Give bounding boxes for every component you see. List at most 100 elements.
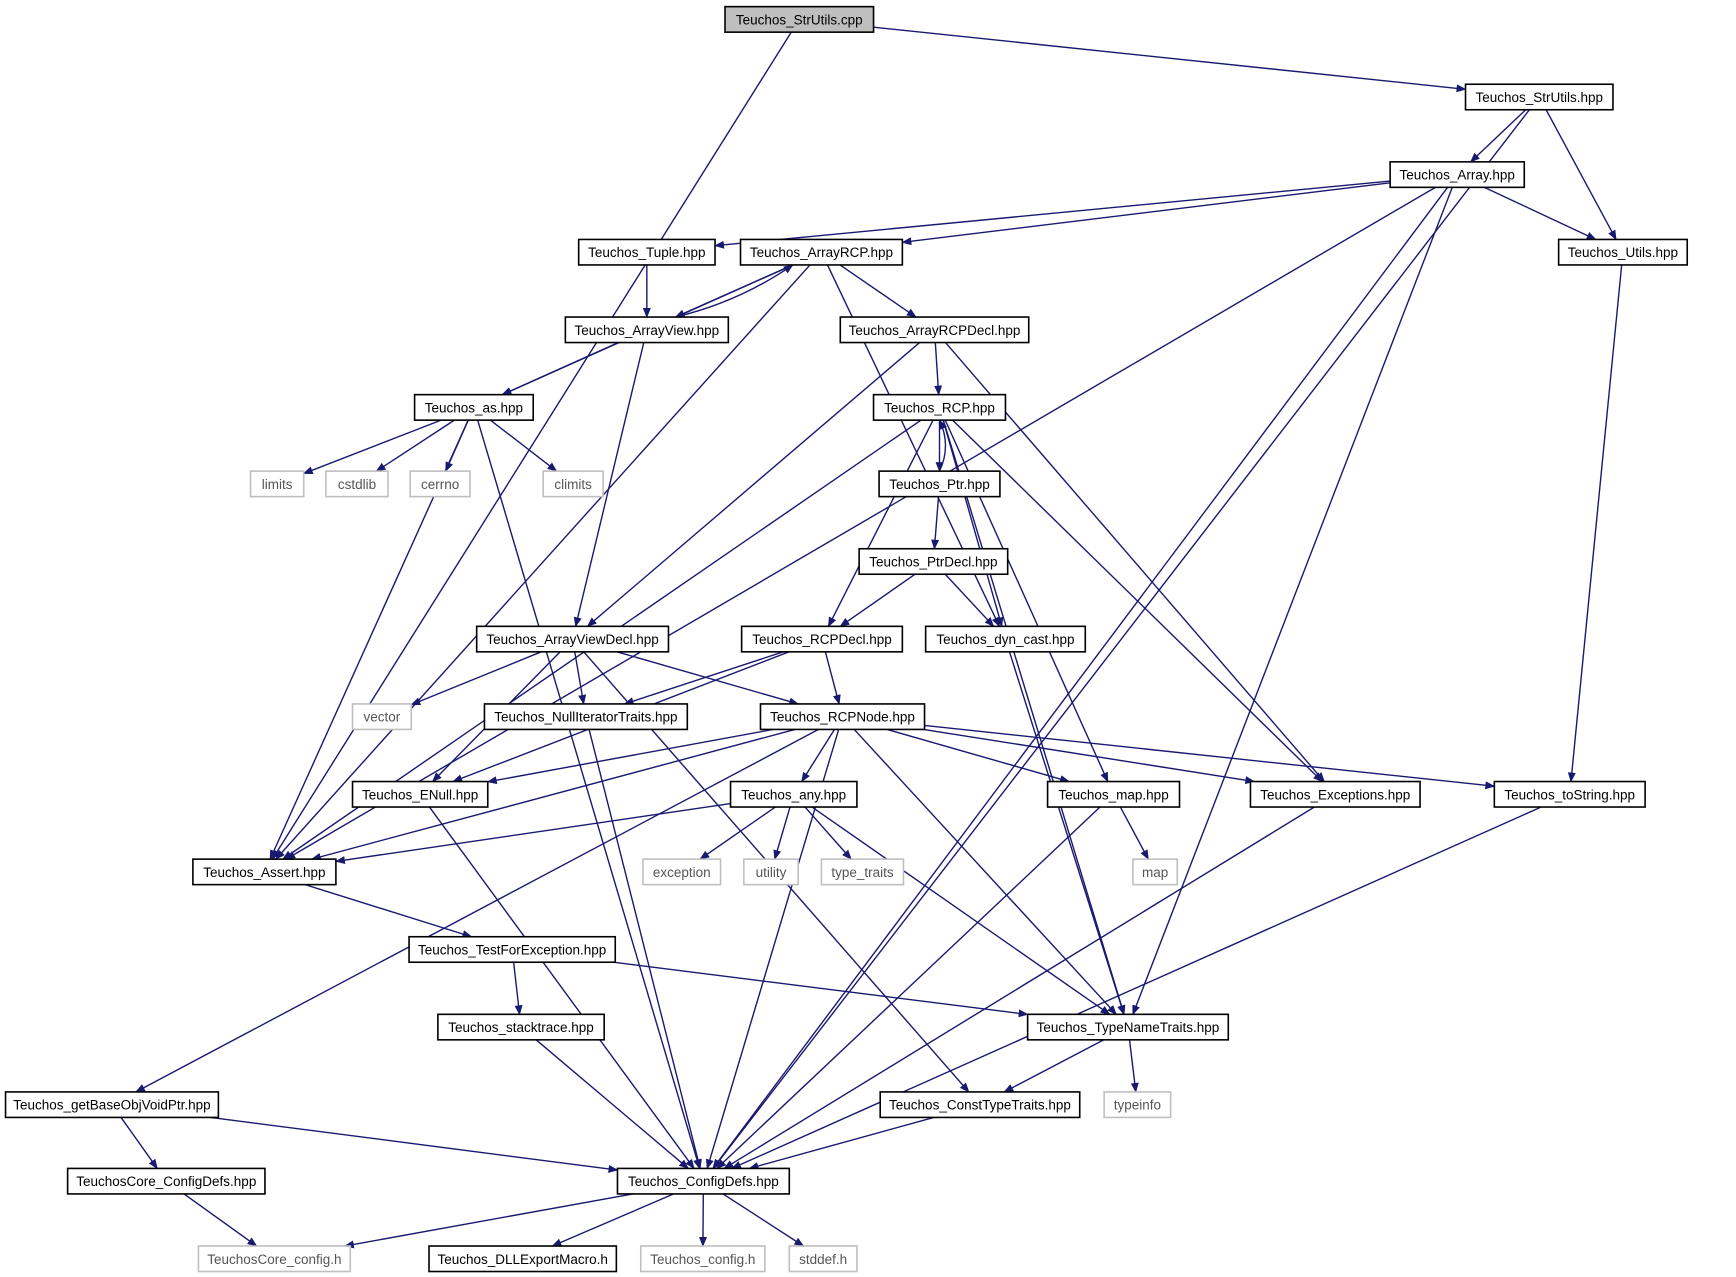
- node-label: Teuchos_ArrayRCPDecl.hpp: [849, 323, 1021, 338]
- node-box: [66, 1167, 266, 1195]
- node-testforexc-hpp[interactable]: Teuchos_TestForException.hpp: [408, 935, 617, 964]
- edge-arrayrcpdecl_hpp-to-exceptions_hpp: [944, 342, 1325, 783]
- node-label: Teuchos_ConstTypeTraits.hpp: [889, 1098, 1071, 1113]
- node-box: [743, 858, 799, 886]
- edge-any_hpp-to-typenametraits_hpp: [811, 806, 1111, 1015]
- node-box: [409, 470, 471, 498]
- node-label: utility: [756, 865, 787, 880]
- node-coreconfigdefs-hpp[interactable]: TeuchosCore_ConfigDefs.hpp: [66, 1167, 266, 1195]
- node-box: [577, 238, 716, 266]
- node-map-hpp[interactable]: Teuchos_map.hpp: [1046, 780, 1181, 808]
- node-label: cerrno: [421, 477, 459, 492]
- edge-rcpnode_hpp-to-typenametraits_hpp: [853, 728, 1117, 1016]
- edge-getbase_hpp-to-coreconfigdefs_hpp: [120, 1117, 158, 1170]
- node-exceptions-hpp[interactable]: Teuchos_Exceptions.hpp: [1249, 780, 1421, 808]
- node-label: Teuchos_Tuple.hpp: [588, 245, 705, 260]
- nodes-layer: Teuchos_StrUtils.cppTeuchos_StrUtils.hpp…: [4, 5, 1689, 1273]
- node-enull-hpp[interactable]: Teuchos_ENull.hpp: [351, 780, 489, 808]
- edge-rcp_hpp-to-exceptions_hpp: [952, 419, 1323, 783]
- edge-arrayviewdecl_hpp-to-rcpnode_hpp: [616, 651, 800, 706]
- node-ptr-hpp[interactable]: Teuchos_Ptr.hpp: [878, 470, 1001, 498]
- node-box: [1557, 238, 1689, 266]
- node-tostring-hpp[interactable]: Teuchos_toString.hpp: [1493, 780, 1646, 808]
- node-configdefs-hpp[interactable]: Teuchos_ConfigDefs.hpp: [616, 1167, 791, 1195]
- node-label: typeinfo: [1114, 1098, 1161, 1113]
- node-stacktrace-hpp[interactable]: Teuchos_stacktrace.hpp: [437, 1013, 605, 1041]
- node-arrayviewdecl-hpp[interactable]: Teuchos_ArrayViewDecl.hpp: [475, 625, 670, 653]
- node-box: [1389, 161, 1526, 189]
- node-box: [4, 1091, 220, 1119]
- node-label: Teuchos_Assert.hpp: [203, 865, 325, 880]
- node-dllexport-h[interactable]: Teuchos_DLLExportMacro.h: [428, 1245, 618, 1273]
- edge-enull_hpp-to-configdefs_hpp: [428, 806, 695, 1170]
- edge-map_hpp-to-map: [1119, 806, 1149, 861]
- node-label: Teuchos_ArrayRCP.hpp: [750, 245, 893, 260]
- edge-consttypetraits_hpp-to-configdefs_hpp: [748, 1116, 935, 1170]
- edge-array_hpp-to-utils_hpp: [1484, 186, 1597, 241]
- node-getbase-hpp[interactable]: Teuchos_getBaseObjVoidPtr.hpp: [4, 1091, 220, 1119]
- node-label: Teuchos_ENull.hpp: [362, 787, 478, 802]
- edge-array_hpp-to-tuple_hpp: [714, 180, 1391, 249]
- edge-tostring_hpp-to-configdefs_hpp: [731, 806, 1542, 1170]
- node-type-traits: type_traits: [820, 858, 905, 886]
- node-label: vector: [364, 710, 401, 725]
- node-box: [739, 238, 904, 266]
- node-vector: vector: [351, 703, 413, 731]
- node-arrayview-hpp[interactable]: Teuchos_ArrayView.hpp: [564, 316, 730, 344]
- node-box: [542, 470, 604, 498]
- edge-rcpnode_hpp-to-enull_hpp: [486, 728, 774, 785]
- node-utils-hpp[interactable]: Teuchos_Utils.hpp: [1557, 238, 1689, 266]
- node-assert-hpp[interactable]: Teuchos_Assert.hpp: [192, 858, 337, 886]
- node-box: [351, 703, 413, 731]
- edge-as_hpp-to-limits: [302, 419, 442, 475]
- node-typenametraits-hpp[interactable]: Teuchos_TypeNameTraits.hpp: [1026, 1013, 1230, 1041]
- node-label: Teuchos_getBaseObjVoidPtr.hpp: [13, 1098, 210, 1113]
- edge-arrayrcp_hpp-to-assert_hpp: [275, 264, 811, 860]
- node-array-hpp[interactable]: Teuchos_Array.hpp: [1389, 161, 1526, 189]
- node-consttypetraits-hpp[interactable]: Teuchos_ConstTypeTraits.hpp: [879, 1091, 1081, 1119]
- node-tuple-hpp[interactable]: Teuchos_Tuple.hpp: [577, 238, 716, 266]
- node-box: [437, 1013, 605, 1041]
- node-label: type_traits: [831, 865, 894, 880]
- edge-arrayview_hpp-to-arrayviewdecl_hpp: [573, 342, 645, 628]
- edge-rcp_hpp-to-dyncast_hpp: [942, 419, 1004, 628]
- node-as-hpp[interactable]: Teuchos_as.hpp: [413, 393, 535, 421]
- node-strutils-cpp[interactable]: Teuchos_StrUtils.cpp: [724, 5, 875, 33]
- node-any-hpp[interactable]: Teuchos_any.hpp: [729, 780, 858, 808]
- node-rcp-hpp[interactable]: Teuchos_RCP.hpp: [872, 393, 1007, 421]
- node-label: Teuchos_DLLExportMacro.h: [438, 1252, 608, 1267]
- node-box: [759, 703, 926, 731]
- node-label: Teuchos_config.h: [650, 1252, 755, 1267]
- node-box: [839, 316, 1030, 344]
- node-label: Teuchos_stacktrace.hpp: [448, 1020, 594, 1035]
- edge-rcpnode_hpp-to-tostring_hpp: [924, 724, 1496, 790]
- node-box: [564, 316, 730, 344]
- node-box: [1249, 780, 1421, 808]
- node-ptrdecl-hpp[interactable]: Teuchos_PtrDecl.hpp: [858, 547, 1009, 576]
- node-label: Teuchos_ArrayView.hpp: [575, 323, 720, 338]
- edge-rcpnode_hpp-to-assert_hpp: [310, 728, 796, 861]
- edge-rcpnode_hpp-to-exceptions_hpp: [923, 728, 1256, 785]
- node-box: [729, 780, 858, 808]
- node-label: Teuchos_TestForException.hpp: [418, 942, 606, 957]
- node-rcpdecl-hpp[interactable]: Teuchos_RCPDecl.hpp: [740, 625, 904, 653]
- node-box: [642, 858, 722, 886]
- node-dyncast-hpp[interactable]: Teuchos_dyn_cast.hpp: [924, 625, 1087, 653]
- node-strutils-hpp[interactable]: Teuchos_StrUtils.hpp: [1464, 83, 1614, 111]
- edge-any_hpp-to-assert_hpp: [334, 802, 731, 865]
- node-label: Teuchos_map.hpp: [1058, 787, 1168, 802]
- node-arrayrcp-hpp[interactable]: Teuchos_ArrayRCP.hpp: [739, 238, 904, 266]
- node-box: [1464, 83, 1614, 111]
- node-box: [197, 1245, 352, 1273]
- node-label: Teuchos_RCPNode.hpp: [770, 710, 915, 725]
- node-label: limits: [262, 477, 293, 492]
- node-box: [639, 1245, 766, 1273]
- edge-strutils_hpp-to-array_hpp: [1469, 109, 1527, 163]
- node-coreconfig-h: TeuchosCore_config.h: [197, 1245, 352, 1273]
- edge-ptrdecl_hpp-to-rcpdecl_hpp: [839, 573, 916, 627]
- node-nulliter-hpp[interactable]: Teuchos_NullIteratorTraits.hpp: [483, 703, 689, 731]
- edge-array_hpp-to-arrayrcp_hpp: [901, 182, 1391, 246]
- node-arrayrcpdecl-hpp[interactable]: Teuchos_ArrayRCPDecl.hpp: [839, 316, 1030, 344]
- node-rcpnode-hpp[interactable]: Teuchos_RCPNode.hpp: [759, 703, 926, 731]
- edge-configdefs_hpp-to-dllexport_h: [551, 1193, 674, 1247]
